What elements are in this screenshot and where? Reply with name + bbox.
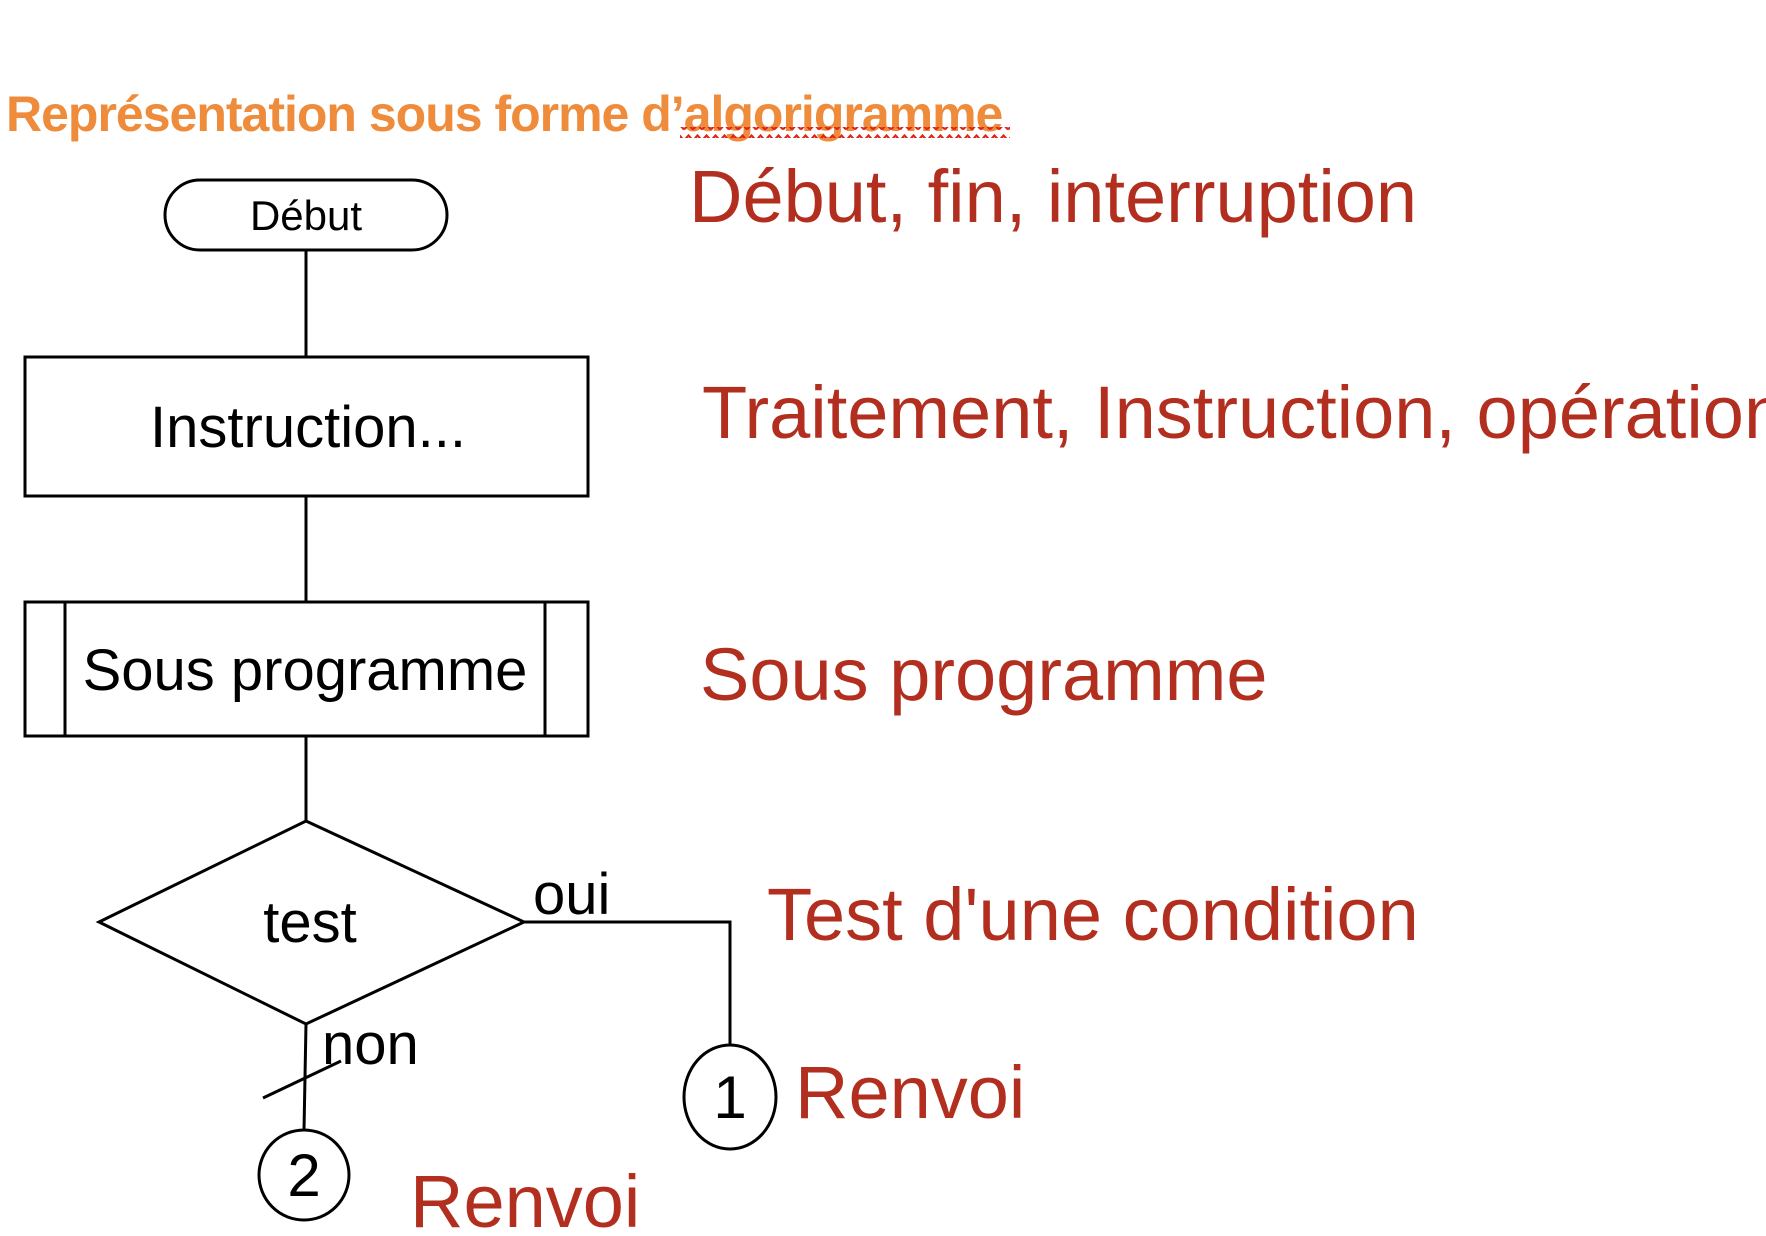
- annotation-renvoi-1: Renvoi: [795, 1051, 1025, 1134]
- annotation-terminator: Début, fin, interruption: [689, 155, 1417, 238]
- annotation-subroutine: Sous programme: [700, 633, 1268, 716]
- branch-label-non: non: [322, 1012, 419, 1077]
- process-box: [23, 355, 590, 498]
- branch-line-non-tick: [262, 1059, 342, 1100]
- start-label: Début: [250, 192, 362, 239]
- annotation-decision: Test d'une condition: [767, 873, 1419, 956]
- annotation-process: Traitement, Instruction, opération...: [702, 371, 1766, 454]
- connector-circle-1: [682, 1043, 778, 1151]
- start-terminator-shape: [163, 178, 449, 252]
- process-label: Instruction...: [150, 395, 466, 460]
- subroutine-label: Sous programme: [83, 638, 528, 703]
- annotation-renvoi-2: Renvoi: [410, 1160, 640, 1236]
- connector-circle-1-label: 1: [713, 1064, 746, 1131]
- subroutine-box: [23, 600, 590, 738]
- branch-label-oui: oui: [533, 862, 610, 927]
- decision-diamond: [95, 819, 528, 1026]
- decision-label: test: [263, 890, 357, 955]
- spellcheck-wavy-underline: [680, 127, 1010, 138]
- branch-line-oui: [524, 920, 732, 1045]
- connector-circle-2: [257, 1128, 351, 1222]
- connector-circle-2-label: 2: [287, 1142, 320, 1209]
